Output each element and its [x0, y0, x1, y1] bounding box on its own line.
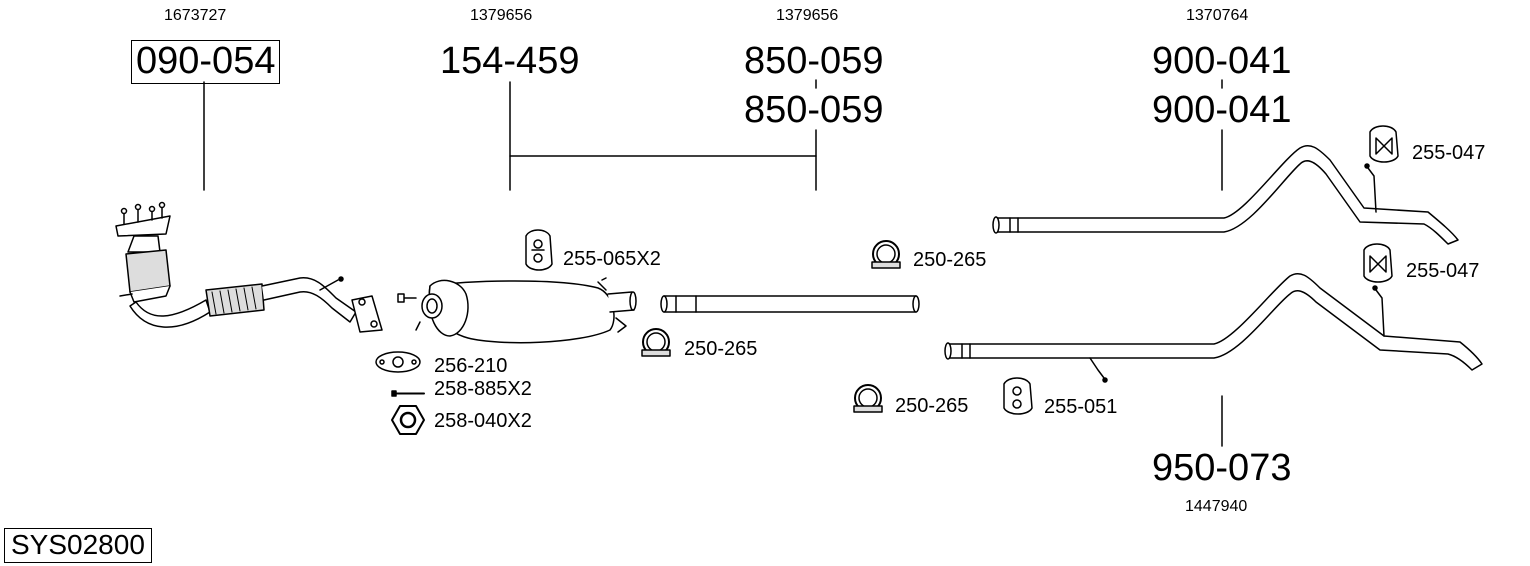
rubber-mount-051-icon [1003, 377, 1033, 415]
rubber-mount-bottom-icon [1363, 243, 1393, 283]
nut-icon [391, 405, 425, 435]
label-clamp-a[interactable]: 250-265 [684, 338, 758, 360]
part-number-rear-3[interactable]: 950-073 [1152, 447, 1292, 489]
part-number-cat[interactable]: 090-054 [131, 40, 281, 84]
clamp-c-icon [853, 384, 883, 413]
middle-silencer [397, 277, 637, 344]
catalytic-converter [115, 201, 383, 333]
part-number-pipe-1[interactable]: 850-059 [744, 40, 884, 82]
clamp-b-icon [871, 240, 901, 269]
part-number-middle[interactable]: 154-459 [440, 40, 580, 82]
rear-pipe-bottom [944, 272, 1483, 383]
part-number-pipe-2[interactable]: 850-059 [744, 89, 884, 131]
bolt-icon [391, 390, 425, 397]
label-gasket[interactable]: 256-210 [434, 355, 508, 377]
label-bolt[interactable]: 258-885X2 [434, 378, 532, 400]
label-clamp-c[interactable]: 250-265 [895, 395, 969, 417]
intermediate-pipe [660, 295, 920, 313]
rear-pipe-top [992, 144, 1459, 245]
rubber-mount-icon [525, 229, 553, 271]
leader-lines [203, 79, 1223, 447]
oem-number-middle: 1379656 [470, 7, 533, 24]
label-rubber-051[interactable]: 255-051 [1044, 396, 1118, 418]
system-number: SYS02800 [4, 528, 152, 563]
rubber-mount-top-icon [1369, 125, 1399, 163]
label-rubber-top[interactable]: 255-047 [1412, 142, 1486, 164]
gasket-icon [375, 351, 421, 373]
label-nut[interactable]: 258-040X2 [434, 410, 532, 432]
part-number-rear-1[interactable]: 900-041 [1152, 40, 1292, 82]
label-clamp-b[interactable]: 250-265 [913, 249, 987, 271]
part-number-rear-2[interactable]: 900-041 [1152, 89, 1292, 131]
label-rubber-mid[interactable]: 255-065X2 [563, 248, 661, 270]
oem-number-cat: 1673727 [164, 7, 227, 24]
oem-number-rear-bottom: 1447940 [1185, 498, 1248, 515]
oem-number-rear-top: 1370764 [1186, 7, 1249, 24]
clamp-a-icon [641, 328, 671, 357]
label-rubber-bottom[interactable]: 255-047 [1406, 260, 1480, 282]
oem-number-pipe: 1379656 [776, 7, 839, 24]
